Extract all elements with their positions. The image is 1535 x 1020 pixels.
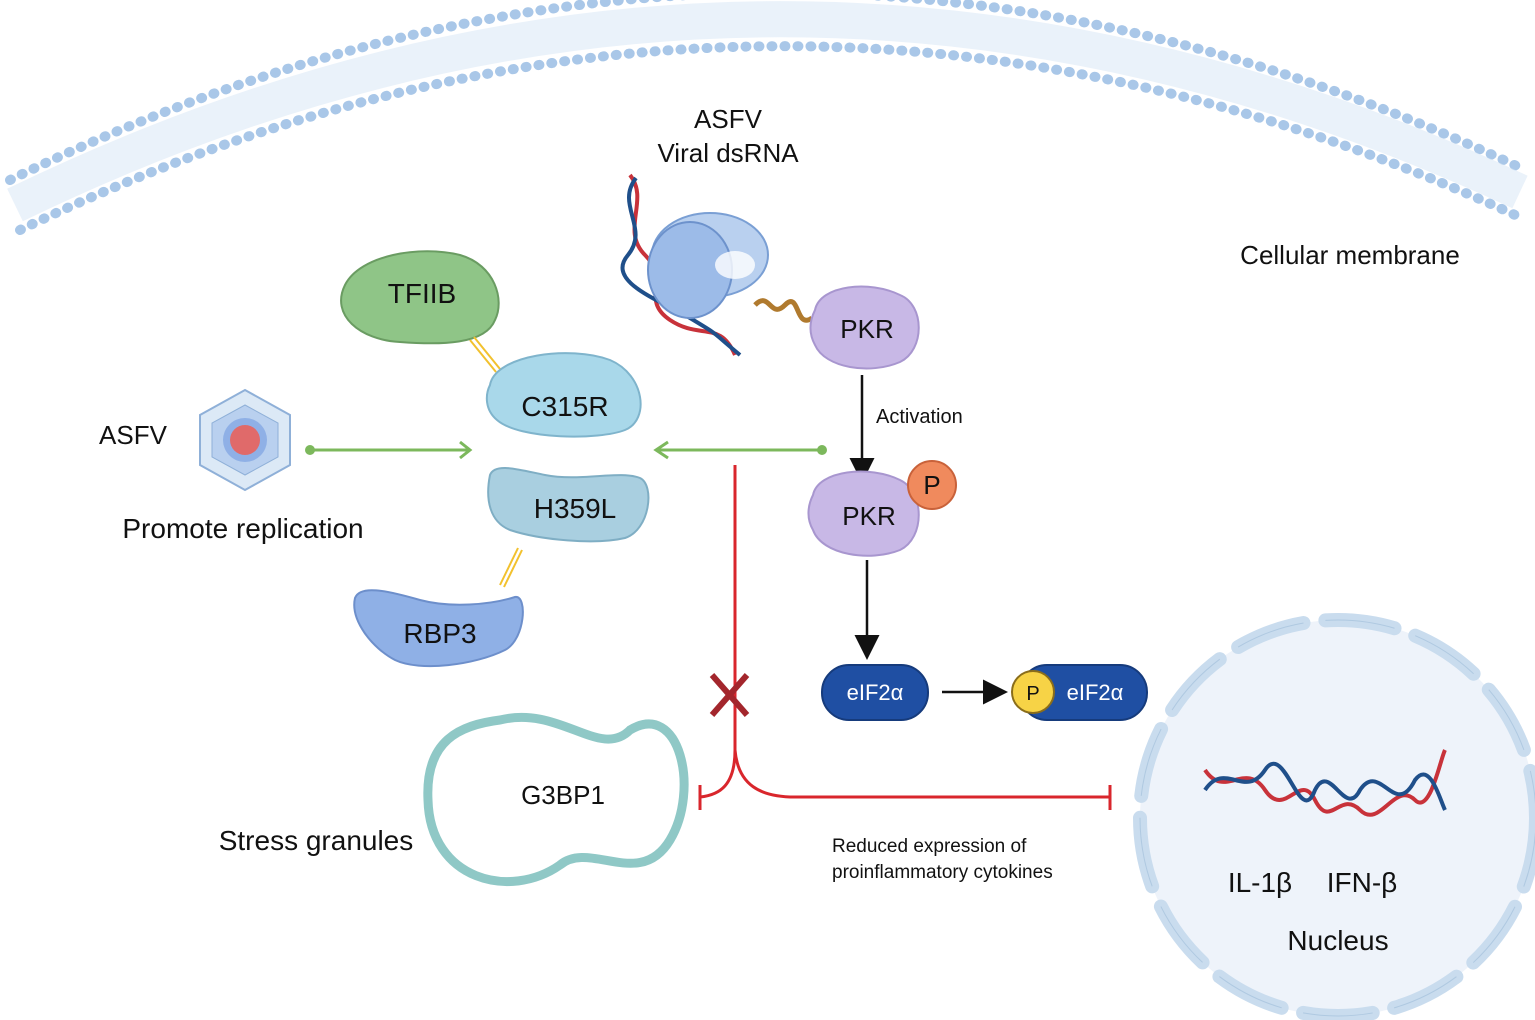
c315r-protein: C315R <box>485 352 642 438</box>
rbp3-protein: RBP3 <box>353 589 524 668</box>
tfiib-protein: TFIIB <box>340 250 500 345</box>
pkr-label: PKR <box>840 314 893 344</box>
cellular-membrane-label: Cellular membrane <box>1240 240 1460 270</box>
phospho-eif2a-protein: eIF2α P <box>1011 664 1148 721</box>
phospho-label: P <box>923 470 940 500</box>
g3bp1-granule: G3BP1 <box>423 712 689 886</box>
reduced-expression-label: Reduced expression of <box>832 836 1027 857</box>
interaction-arrow-tfiib <box>469 336 501 373</box>
ifnb-label: IFN-β <box>1327 867 1398 898</box>
nucleus <box>1133 613 1535 1020</box>
h359l-label: H359L <box>534 493 617 524</box>
nucleus-label: Nucleus <box>1287 925 1388 956</box>
dna-helix-icon <box>1203 749 1447 817</box>
viral-dsrna-label: Viral dsRNA <box>657 138 799 168</box>
proinflammatory-label: proinflammatory cytokines <box>832 862 1053 883</box>
dsrna-helix-icon <box>620 173 814 357</box>
eif2a-protein: eIF2α <box>821 664 929 721</box>
asfv-virus-label: ASFV <box>99 420 168 450</box>
promote-replication-label: Promote replication <box>122 513 363 544</box>
membrane-bilayer-icon <box>5 0 1530 235</box>
il1b-label: IL-1β <box>1228 867 1292 898</box>
green-link-right <box>653 440 827 460</box>
pkr-phos-label: PKR <box>842 501 895 531</box>
phospho-pkr-protein: PKR P <box>807 460 957 557</box>
eif2a-label: eIF2α <box>847 680 904 705</box>
stress-granules-label: Stress granules <box>219 825 414 856</box>
eif2a-p-label: P <box>1026 683 1039 705</box>
interaction-arrow-rbp3 <box>499 547 523 588</box>
pkr-protein: PKR <box>809 285 920 370</box>
eif2a-phos-label: eIF2α <box>1067 680 1124 705</box>
h359l-protein: H359L <box>487 467 650 543</box>
g3bp1-label: G3BP1 <box>521 780 605 810</box>
cross-mark-icon <box>709 673 750 717</box>
tfiib-label: TFIIB <box>388 278 456 309</box>
virus-particle-icon <box>199 388 291 492</box>
rbp3-label: RBP3 <box>403 618 476 649</box>
asfv-title-label: ASFV <box>694 104 763 134</box>
c315r-label: C315R <box>521 391 608 422</box>
green-link-left <box>305 440 473 460</box>
activation-label: Activation <box>876 406 963 428</box>
